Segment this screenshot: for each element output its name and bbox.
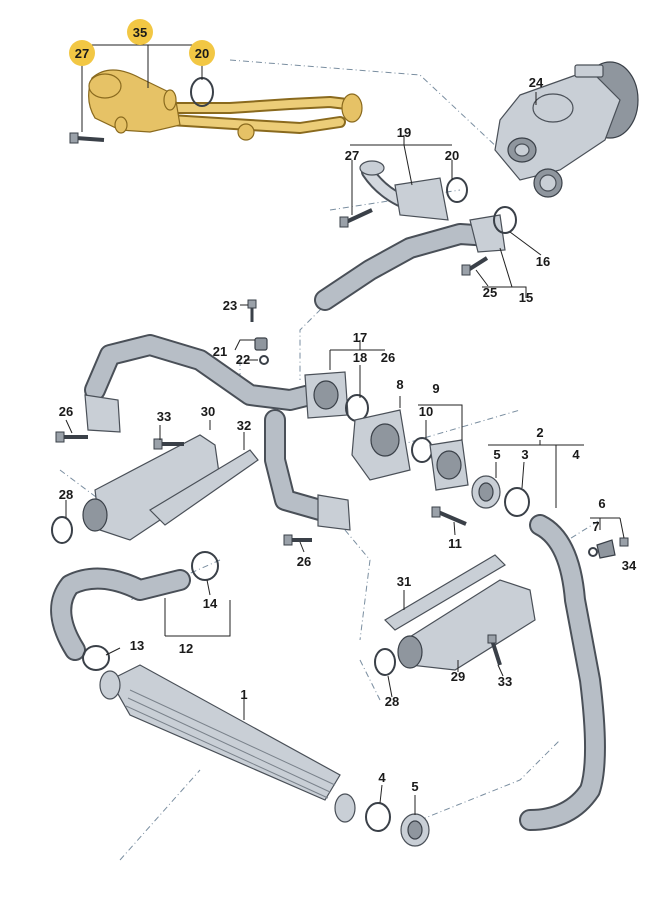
part-26a-bolt <box>55 431 88 443</box>
part-25-bolt <box>461 256 489 276</box>
part-17-throttle-flange <box>304 371 349 419</box>
callout-26-left: 26 <box>59 404 73 419</box>
part-21-sensor <box>254 337 268 351</box>
callout-20-badge <box>189 40 215 66</box>
callout-5-lower: 5 <box>411 779 418 794</box>
callout-27b: 27 <box>345 148 359 163</box>
callout-1: 1 <box>240 687 247 702</box>
part-28a-seal-ring <box>51 516 73 544</box>
part-19-air-elbow <box>359 160 449 221</box>
callout-32: 32 <box>237 418 251 433</box>
callout-15: 15 <box>519 290 533 305</box>
callout-16: 16 <box>536 254 550 269</box>
callout-25: 25 <box>483 285 497 300</box>
part-7-o-ring <box>588 547 598 557</box>
part-16-seal-ring <box>493 206 517 234</box>
part-8-throttle-body <box>351 409 411 481</box>
callout-labels: 35 27 20 24 19 27 20 16 25 15 23 21 22 1… <box>59 19 637 794</box>
callout-27: 27 <box>75 46 89 61</box>
part-5a-connector <box>471 475 501 509</box>
callout-6: 6 <box>598 496 605 511</box>
part-27b-bolt <box>339 208 373 228</box>
part-9-actuator <box>429 439 469 491</box>
part-5b-connector <box>400 813 430 847</box>
part-12-hose <box>50 567 191 661</box>
part-6-sensor <box>596 539 616 559</box>
callout-31: 31 <box>397 574 411 589</box>
part-3-clamp <box>504 487 530 517</box>
part-20b-seal-ring <box>446 177 468 203</box>
part-1-intercooler <box>99 664 356 823</box>
part-35-coolant-pipe <box>88 69 363 141</box>
callout-20: 20 <box>195 46 209 61</box>
callout-30: 30 <box>201 404 215 419</box>
callout-8: 8 <box>396 377 403 392</box>
part-18-seal-ring <box>345 394 369 422</box>
callout-19: 19 <box>397 125 411 140</box>
callout-9: 9 <box>432 381 439 396</box>
callout-12: 12 <box>179 641 193 656</box>
part-24-turbocharger <box>494 61 639 198</box>
leader-lines <box>65 32 625 815</box>
charge-air-pipe-upper <box>84 334 351 531</box>
callout-22: 22 <box>236 352 250 367</box>
part-32-gasket <box>149 449 259 526</box>
callout-10: 10 <box>419 404 433 419</box>
part-29-air-duct <box>397 579 536 671</box>
callout-35-badge <box>127 19 153 45</box>
part-33b-bolt <box>487 634 502 666</box>
callout-21: 21 <box>213 344 227 359</box>
part-4b-clamp <box>365 802 391 832</box>
callout-11: 11 <box>448 536 462 551</box>
callout-35: 35 <box>133 25 147 40</box>
callout-33-upper: 33 <box>157 409 171 424</box>
callout-26-top: 26 <box>381 350 395 365</box>
part-22-o-ring <box>259 355 269 365</box>
callout-7: 7 <box>592 519 599 534</box>
callout-4-upper: 4 <box>572 447 580 462</box>
callout-2: 2 <box>536 425 543 440</box>
callout-33-lower: 33 <box>498 674 512 689</box>
callout-3: 3 <box>521 447 528 462</box>
part-28b-seal-ring <box>374 648 396 676</box>
part-10-seal-ring <box>411 437 433 463</box>
part-13-clamp <box>82 645 110 671</box>
callout-17: 17 <box>353 330 367 345</box>
part-26c-bolt <box>283 534 312 546</box>
part-15-charge-pipe <box>314 214 506 311</box>
part-30-air-duct <box>82 434 221 541</box>
callout-28-lower: 28 <box>385 694 399 709</box>
callout-5-upper: 5 <box>493 447 500 462</box>
part-31-gasket <box>384 554 506 631</box>
callout-24: 24 <box>529 75 544 90</box>
callout-20b: 20 <box>445 148 459 163</box>
part-20a-seal-ring <box>190 77 214 107</box>
callout-29: 29 <box>451 669 465 684</box>
callout-26-mid: 26 <box>297 554 311 569</box>
part-4-hose <box>519 514 606 831</box>
part-14-clamp <box>191 551 219 581</box>
part-11-bolt <box>431 506 467 526</box>
callout-14: 14 <box>203 596 218 611</box>
part-23-bolt <box>247 299 257 322</box>
callout-34: 34 <box>622 558 637 573</box>
callout-4-lower: 4 <box>378 770 386 785</box>
part-33a-bolt <box>153 438 184 450</box>
callout-18: 18 <box>353 350 367 365</box>
assembly-dash-lines <box>59 59 601 861</box>
callout-27-badge <box>69 40 95 66</box>
callout-23: 23 <box>223 298 237 313</box>
part-27a-bolt <box>69 132 105 144</box>
part-34-bolt <box>619 537 629 547</box>
callout-13: 13 <box>130 638 144 653</box>
callout-28-left: 28 <box>59 487 73 502</box>
